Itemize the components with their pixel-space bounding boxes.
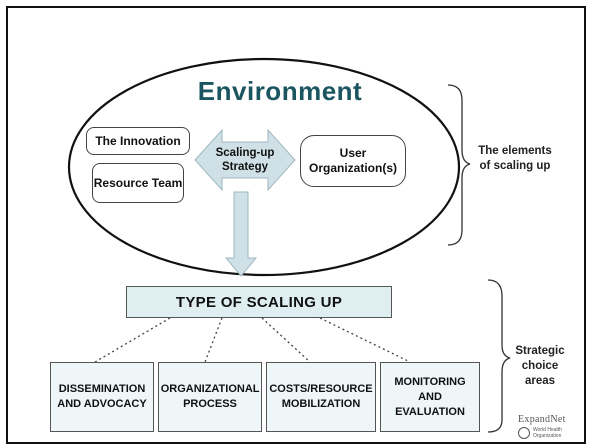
choice-area-dissemination: DISSEMINATION AND ADVOCACY <box>50 362 154 432</box>
side-label-elements: The elements of scaling up <box>478 145 552 172</box>
logo-name: ExpandNet <box>518 414 566 425</box>
logo-org: World Health Organization <box>533 427 562 439</box>
type-of-scaling-up-box: TYPE OF SCALING UP <box>126 286 392 318</box>
choice-area-monitoring: MONITORING AND EVALUATION <box>380 362 480 432</box>
dotted-connectors <box>94 317 411 363</box>
innovation-box: The Innovation <box>86 127 190 155</box>
down-arrow <box>224 191 258 277</box>
expandnet-logo: ExpandNet World Health Organization <box>518 414 580 439</box>
choice-area-costs: COSTS/RESOURCE MOBILIZATION <box>266 362 376 432</box>
user-organization-box: User Organization(s) <box>300 135 406 187</box>
brace-strategic <box>487 279 511 433</box>
choice-area-organizational: ORGANIZATIONAL PROCESS <box>158 362 262 432</box>
globe-icon <box>518 427 530 439</box>
environment-title: Environment <box>197 76 363 106</box>
brace-elements <box>447 84 471 246</box>
strategy-label: Scaling-up Strategy <box>215 147 275 173</box>
resource-team-box: Resource Team <box>92 163 184 203</box>
strategy-double-arrow <box>194 128 296 192</box>
side-label-strategic: Strategic choice areas <box>515 345 565 387</box>
